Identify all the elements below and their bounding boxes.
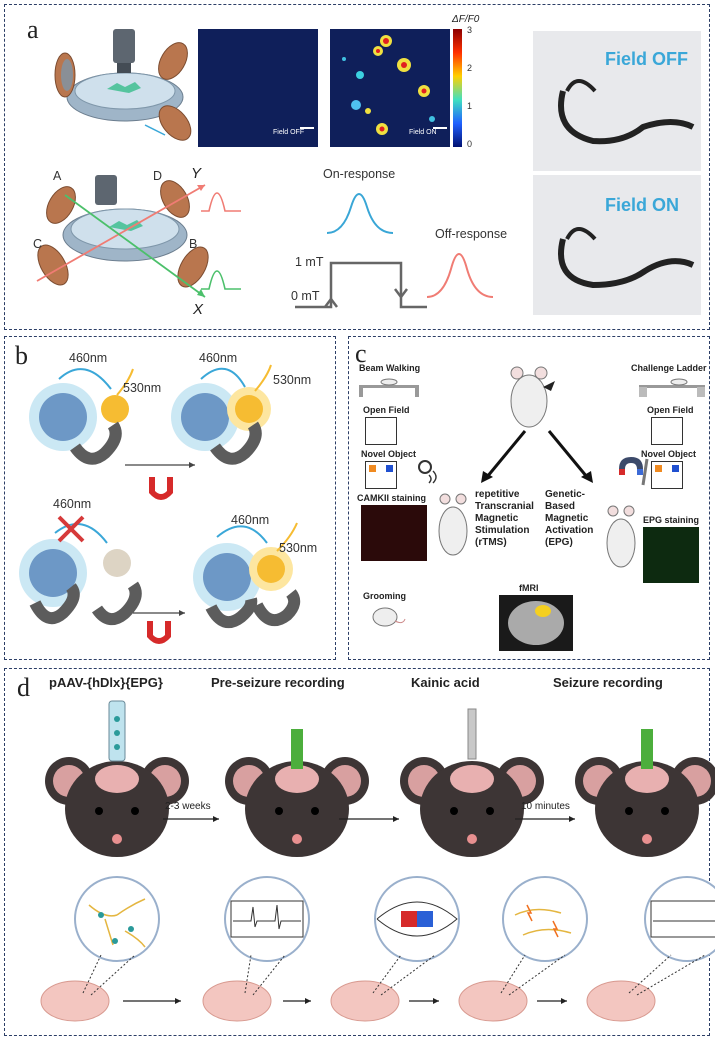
calcium-image-field-on — [330, 29, 450, 147]
coil-label-d: D — [153, 169, 163, 183]
rtms-line-2: Transcranial — [475, 501, 534, 512]
open-field-left-box — [365, 417, 397, 445]
coil-setup-diagram — [36, 175, 209, 298]
step-1-label: pAAV-{hDlx}{EPG} — [49, 675, 163, 690]
image-on-label: Field ON — [409, 129, 437, 136]
camkii-staining-image — [361, 505, 427, 561]
epg-mouse-illustration — [606, 505, 636, 568]
axis-y-label: Y — [191, 165, 202, 182]
object-blue-icon — [386, 465, 393, 472]
zoom-row — [40, 876, 715, 1022]
novel-object-right-box — [651, 461, 683, 489]
open-field-right-box — [651, 417, 683, 445]
on-response-label: On-response — [323, 167, 396, 181]
colorbar — [453, 29, 462, 147]
panel-b-label: b — [15, 341, 28, 370]
grooming-label: Grooming — [363, 591, 406, 601]
grooming-mouse-icon — [372, 607, 406, 627]
wl-460-3: 460nm — [53, 497, 92, 511]
challenge-ladder-label: Challenge Ladder — [631, 363, 707, 373]
object-orange-icon — [655, 465, 662, 472]
colorbar-tick-1: 1 — [467, 101, 473, 111]
open-field-right-label: Open Field — [647, 405, 694, 415]
step-4-label: Seizure recording — [553, 675, 663, 690]
beam-walking-icon — [359, 378, 419, 397]
mouse-1 — [45, 757, 189, 857]
panel-d: d pAAV-{hDlx}{EPG} Pre-seizure recording… — [4, 668, 715, 1036]
wl-530-1: 530nm — [123, 381, 162, 395]
epg-line-4: Activation — [545, 525, 594, 536]
epg-line-1: Genetic- — [545, 489, 586, 500]
fmri-brain-icon — [508, 601, 564, 645]
mice-row — [45, 700, 715, 857]
calcium-image-field-off — [198, 29, 318, 147]
rtms-mouse-illustration — [438, 493, 468, 556]
epg-line-3: Magnetic — [545, 513, 589, 524]
epg-staining-image — [643, 527, 699, 583]
coil-label-c: C — [33, 237, 43, 251]
off-response-curve — [426, 253, 494, 298]
rtms-line-3: Magnetic — [475, 513, 519, 524]
colorbar-tick-3: 3 — [467, 25, 473, 35]
worm-shape-off — [558, 79, 695, 145]
fmri-label: fMRI — [519, 583, 539, 593]
object-orange-icon — [369, 465, 376, 472]
panel-a: a Field OFF Field ON ΔF/F0 3 2 1 0 — [4, 4, 710, 330]
interval-2-label: 10 minutes — [521, 801, 570, 812]
panel-b: b — [4, 336, 336, 660]
epg-staining-label: EPG staining — [643, 515, 700, 525]
novel-object-right-label: Novel Object — [641, 449, 697, 459]
scale-bar-on — [433, 127, 447, 129]
panel-c-label: c — [355, 339, 367, 368]
y-response-curve — [201, 192, 241, 212]
on-response-curve — [326, 193, 394, 234]
protein-pair-top — [19, 364, 301, 644]
challenge-ladder-icon — [639, 378, 705, 397]
axis-x-label: X — [193, 301, 204, 318]
x-response-curve — [201, 270, 241, 290]
colorbar-tick-2: 2 — [467, 63, 473, 73]
wl-530-2: 530nm — [273, 373, 312, 387]
field-step-trace — [295, 261, 427, 309]
image-off-label: Field OFF — [273, 129, 305, 136]
interval-1-label: 2-3 weeks — [165, 801, 211, 812]
epg-line-5: (EPG) — [545, 537, 573, 548]
magnet-syringe-icon — [619, 457, 649, 486]
off-response-label: Off-response — [435, 227, 508, 241]
step-3-label: Kainic acid — [411, 675, 480, 690]
field-high-label: 1 mT — [295, 255, 324, 269]
scale-bar-off — [300, 127, 314, 129]
novel-object-left-box — [365, 461, 397, 489]
rtms-line-1: repetitive — [475, 489, 520, 500]
beam-walking-label: Beam Walking — [359, 363, 421, 373]
open-field-left-label: Open Field — [363, 405, 410, 415]
wl-460-2: 460nm — [199, 351, 238, 365]
field-low-label: 0 mT — [291, 289, 320, 303]
calcium-hotspots — [342, 35, 435, 135]
coil-label-a: A — [53, 169, 62, 183]
epg-line-2: Based — [545, 501, 576, 512]
arrows-to-methods — [481, 430, 593, 483]
colorbar-title: ΔF/F0 — [452, 14, 480, 25]
center-mouse-illustration — [510, 366, 555, 428]
panel-c: c Beam Walking Open Field Novel Object C… — [348, 336, 710, 660]
microscope-setup-top — [54, 29, 192, 141]
panel-d-label: d — [17, 673, 30, 702]
panel-a-label: a — [27, 15, 39, 44]
photo-on-label: Field ON — [605, 195, 680, 215]
novel-object-left-label: Novel Object — [361, 449, 417, 459]
coil-label-b: B — [189, 237, 198, 251]
step-2-label: Pre-seizure recording — [211, 675, 345, 690]
rtms-line-5: (rTMS) — [475, 537, 507, 548]
wl-460-4: 460nm — [231, 513, 270, 527]
tms-coil-icon — [418, 460, 437, 484]
object-blue-icon — [672, 465, 679, 472]
worm-shape-on — [558, 227, 695, 289]
rtms-line-4: Stimulation — [475, 525, 530, 536]
colorbar-tick-0: 0 — [467, 139, 473, 149]
photo-off-label: Field OFF — [605, 49, 688, 69]
wl-530-4: 530nm — [279, 541, 318, 555]
wl-460-1: 460nm — [69, 351, 108, 365]
camkii-label: CAMKII staining — [357, 493, 426, 503]
